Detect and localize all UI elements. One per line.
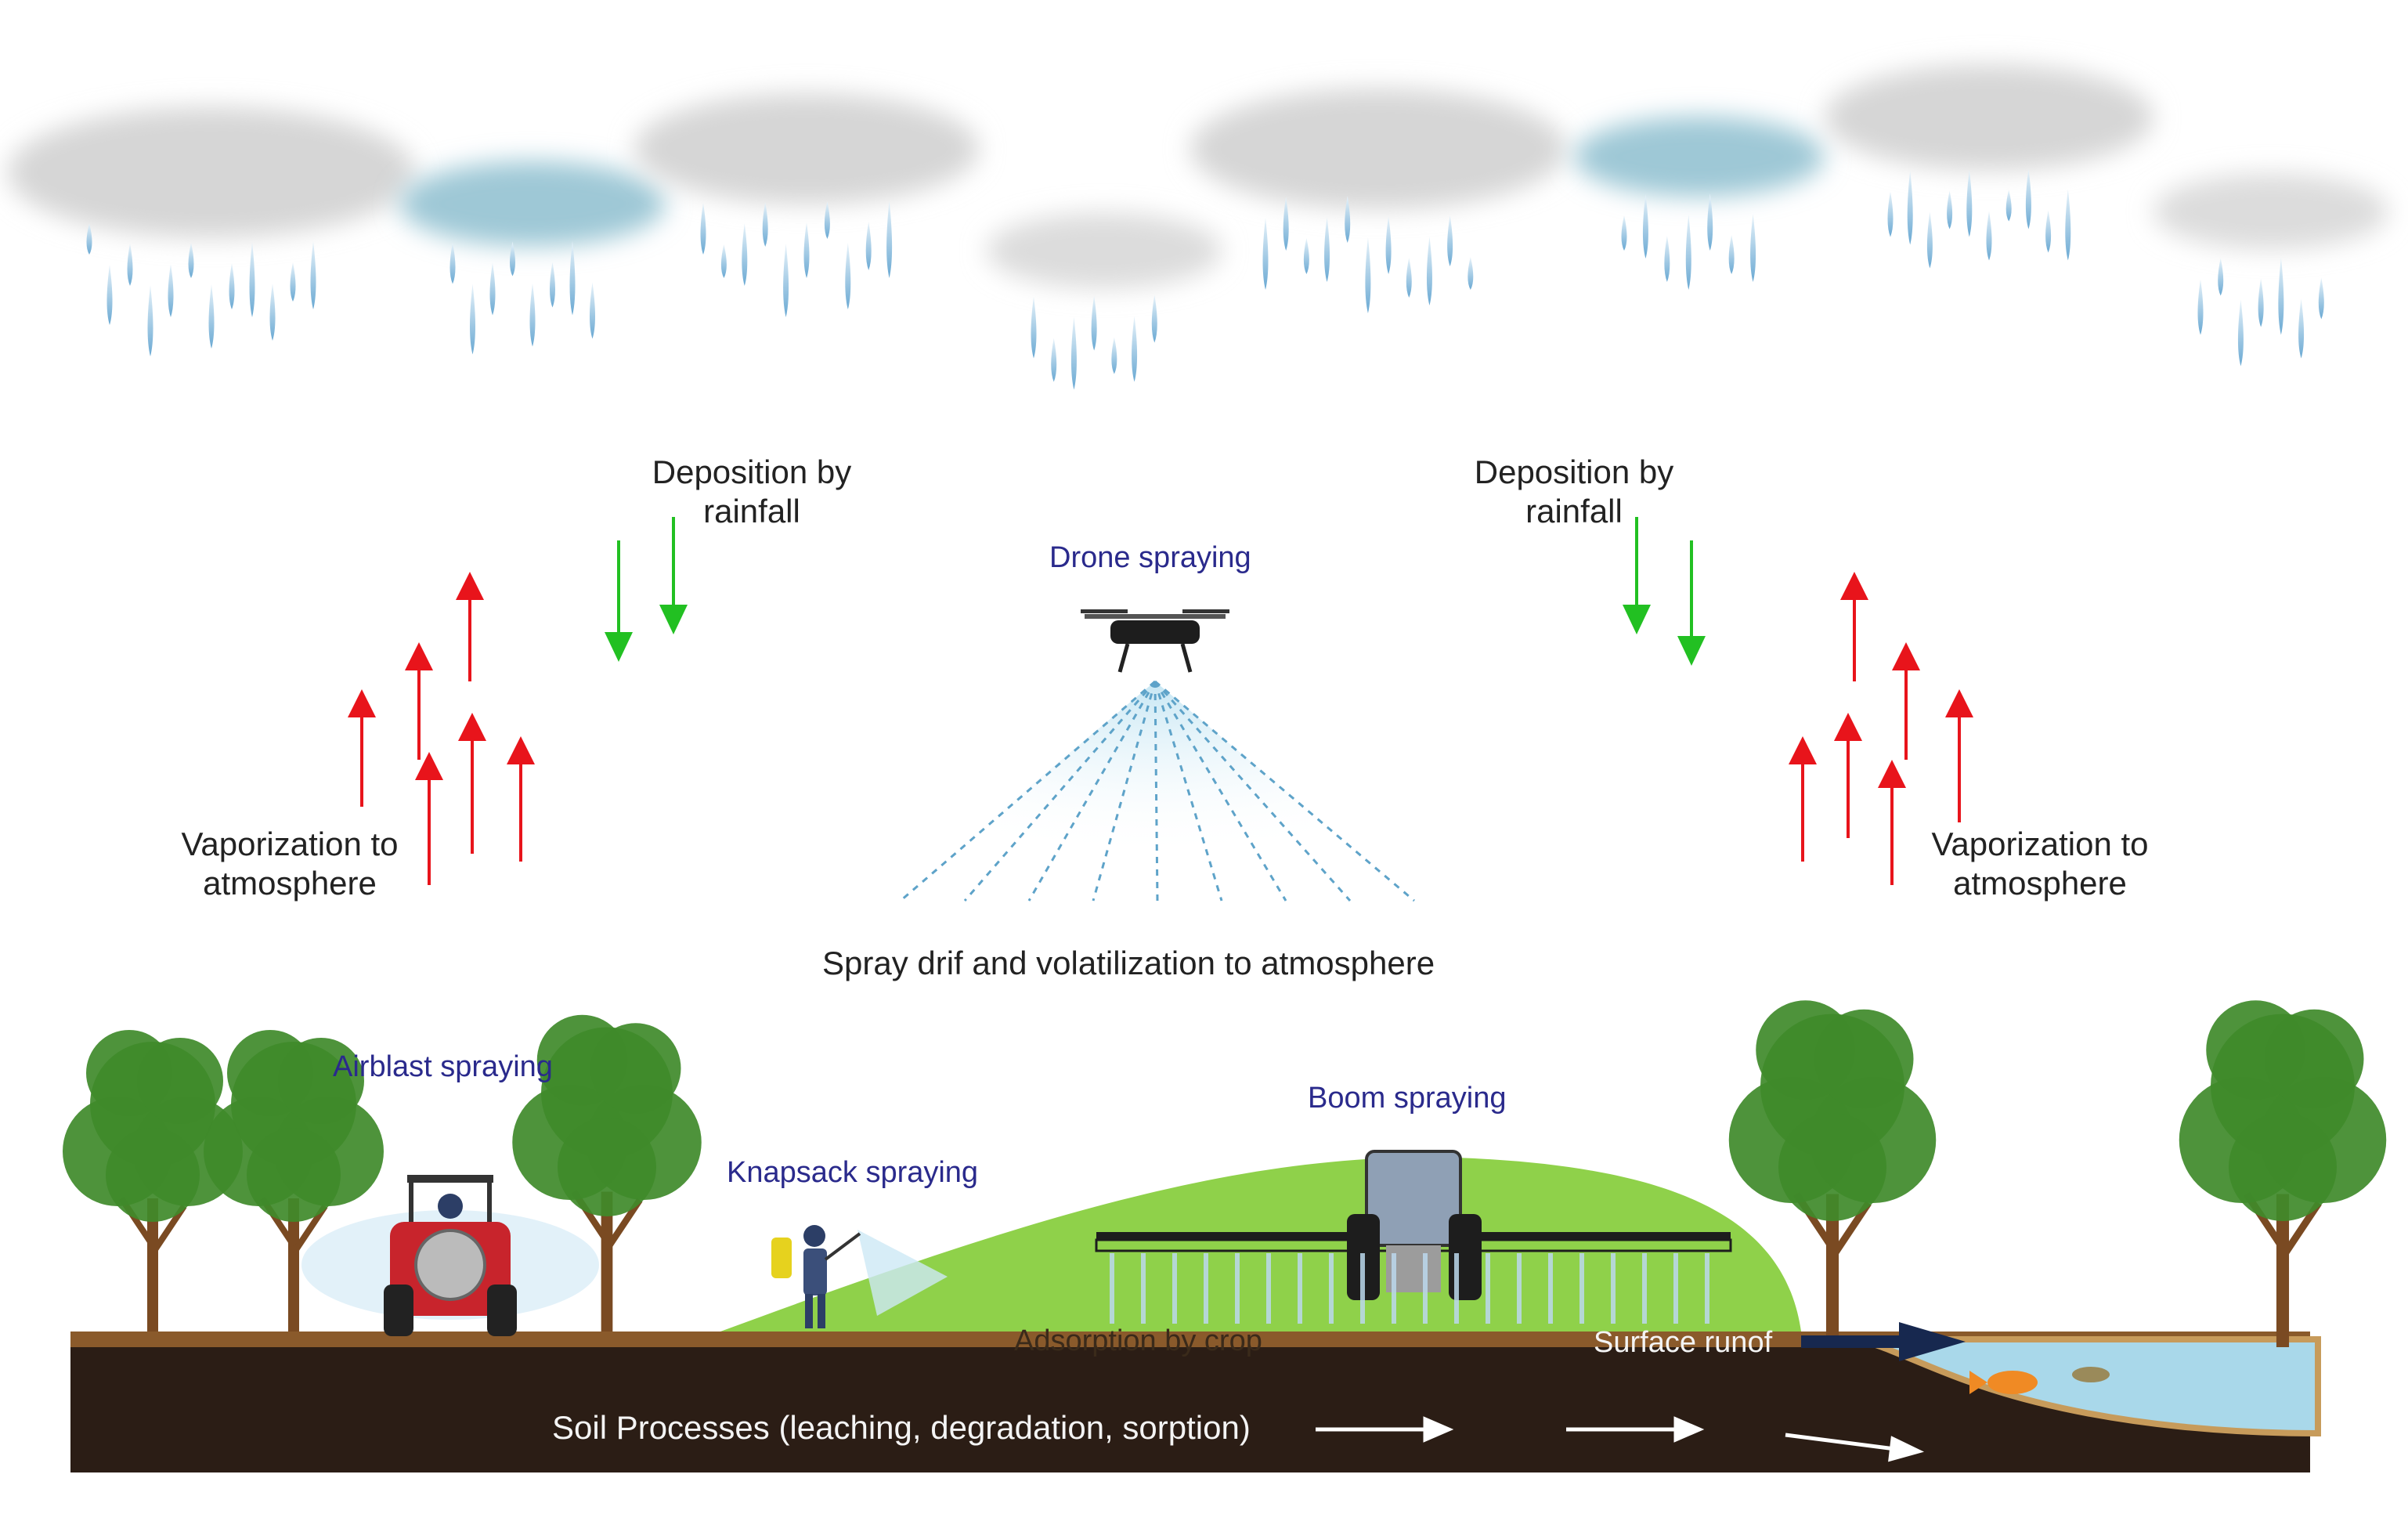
runoff-label: Surface runof: [1594, 1326, 1773, 1359]
tree-icon: [204, 1030, 384, 1332]
adsorption-label: Adsorption by crop: [1014, 1324, 1262, 1357]
vaporization-arrow: [1834, 713, 1862, 838]
knapsack-spraying-label: Knapsack spraying: [727, 1156, 979, 1189]
spray-drift-label: Spray drif and volatilization to atmosph…: [822, 945, 1435, 981]
deposition-arrow: [1677, 540, 1706, 666]
vaporization-arrow: [507, 736, 535, 862]
tractor-icon: [301, 1175, 599, 1336]
drone-spraying-label: Drone spraying: [1049, 541, 1251, 574]
green-hill: [720, 1157, 1801, 1332]
airblast-spraying-label: Airblast spraying: [333, 1050, 553, 1083]
vaporization-arrow: [1789, 736, 1817, 862]
rain-cloud-icon: [399, 161, 666, 355]
soil-processes-label: Soil Processes (leaching, degradation, s…: [552, 1409, 1251, 1446]
rain-cloud-icon: [2153, 174, 2388, 367]
tree-icon: [2179, 1000, 2387, 1347]
tree-icon: [63, 1000, 2387, 1347]
rain-cloud-icon: [1825, 64, 2153, 269]
rain-cloud-icon: [1190, 89, 1566, 313]
vaporization-arrow: [456, 572, 484, 681]
rain-cloud-icon: [634, 93, 979, 317]
deposition-arrows: [605, 517, 1706, 666]
boom-spraying-label: Boom spraying: [1308, 1082, 1507, 1115]
vaporization-arrow: [1840, 572, 1868, 681]
vaporization-arrow: [458, 713, 486, 854]
fish-icon: [1969, 1367, 2110, 1394]
sprayer-person-icon: [771, 1225, 948, 1328]
drone-icon: [893, 609, 1417, 902]
tree-icon: [63, 1030, 243, 1332]
deposition-arrow: [605, 540, 633, 662]
deposition-arrow: [659, 517, 688, 634]
vaporization-arrow: [348, 689, 376, 807]
rain-cloud-icon: [987, 213, 1222, 390]
deposition-arrow: [1623, 517, 1651, 634]
rain-cloud-icon: [1574, 116, 1825, 290]
boom-sprayer-icon: [1095, 1150, 1732, 1324]
vaporization-arrow: [1892, 642, 1920, 760]
vaporization-arrow: [1878, 760, 1906, 885]
vaporization-arrow: [1945, 689, 1973, 822]
vaporization-arrow: [415, 752, 443, 885]
tree-icon: [1728, 1000, 1937, 1347]
soil-process-arrows: [1316, 1416, 1925, 1462]
runoff-arrow: [1801, 1322, 1966, 1361]
rain-clouds: [8, 64, 2388, 390]
vaporization-arrows: [348, 572, 1973, 885]
vaporization-arrow: [405, 642, 433, 760]
tree-icon: [512, 1014, 702, 1332]
rain-cloud-icon: [8, 107, 415, 356]
